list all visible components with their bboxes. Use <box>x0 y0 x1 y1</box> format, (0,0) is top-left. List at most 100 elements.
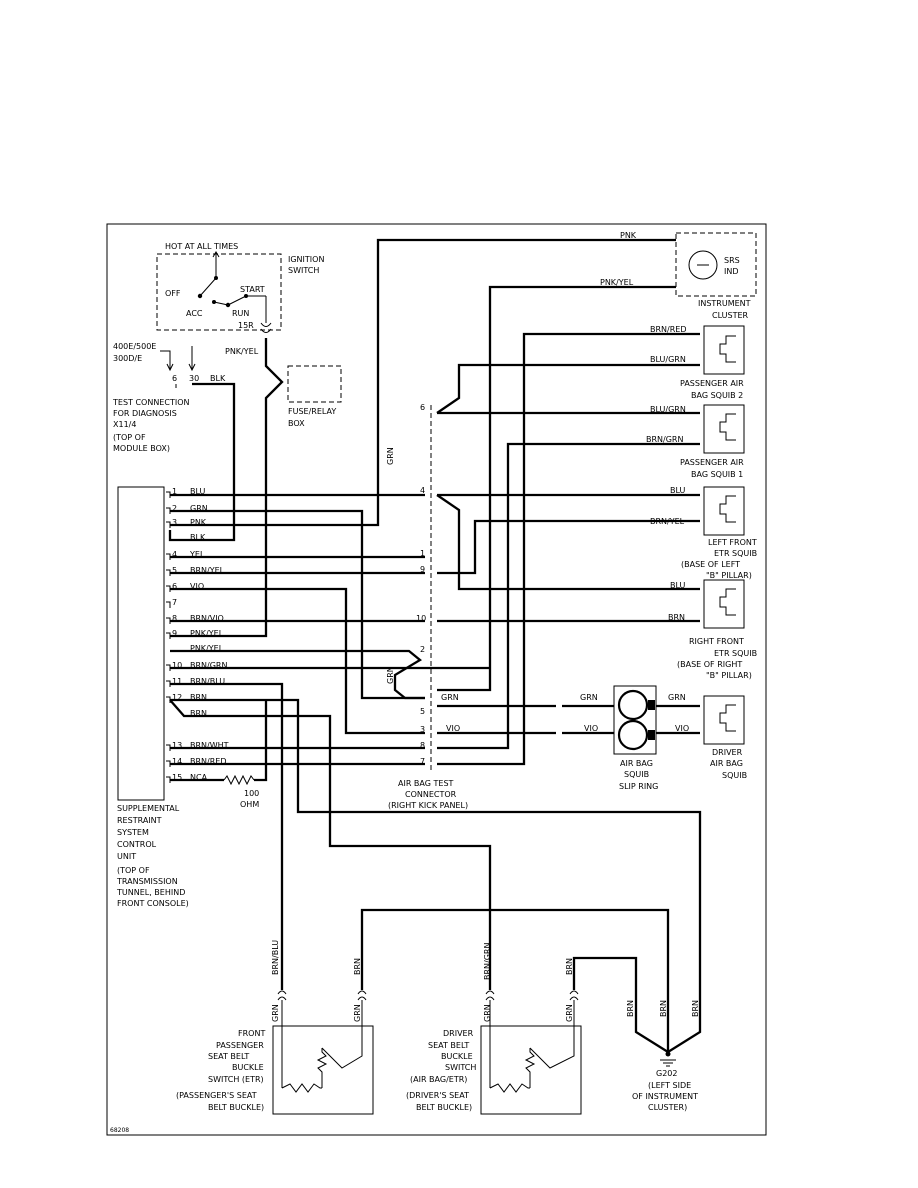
srs-ind-label-1: SRS <box>724 256 740 265</box>
tc-label-2: CONNECTOR <box>405 790 457 799</box>
db-label-5: (AIR BAG/ETR) <box>410 1075 467 1084</box>
test-pin-6: 6 <box>172 374 177 383</box>
rfetr-label-4: "B" PILLAR) <box>706 671 752 680</box>
cluster-label-2: CLUSTER <box>712 311 749 320</box>
tc-wire-vio: VIO <box>446 724 460 733</box>
ignition-terminal-label: 15R <box>238 321 254 330</box>
ground-label: G202 <box>656 1069 677 1078</box>
driver-buckle-switch: BRN/GRN BRN GRN GRN DRIVER SEAT BELT BUC… <box>406 943 582 1115</box>
cu-wire-label: VIO <box>190 582 204 591</box>
cu-label-4: CONTROL <box>117 840 157 849</box>
lfetr-label-1: LEFT FRONT <box>708 538 757 547</box>
air-bag-test-connector: 6 4 1 9 10 2 5 3 8 7 GRN GRN GRN VIO AIR… <box>386 403 468 810</box>
db-wire-4: GRN <box>565 1004 574 1022</box>
cu-label-3: SYSTEM <box>117 828 149 837</box>
ignition-pos-start: START <box>240 285 265 294</box>
tc-pin: 7 <box>420 757 425 766</box>
squib1-wire-a: BLU/GRN <box>650 405 686 414</box>
pb-wire-2: BRN <box>353 958 362 975</box>
driver-squib-label-1: DRIVER <box>712 748 743 757</box>
tc-pin: 8 <box>420 741 425 750</box>
ground-loc-2: OF INSTRUMENT <box>632 1092 698 1101</box>
model-a-label: 400E/500E <box>113 342 156 351</box>
squib2-label-1: PASSENGER AIR <box>680 379 744 388</box>
pb-loc-1: (PASSENGER'S SEAT <box>176 1091 257 1100</box>
squib1-label-1: PASSENGER AIR <box>680 458 744 467</box>
tc-pin: 3 <box>420 725 425 734</box>
test-label-2: FOR DIAGNOSIS <box>113 409 177 418</box>
db-wire-1: BRN/GRN <box>483 943 492 980</box>
pb-wire-1: BRN/BLU <box>271 940 280 975</box>
squib2-wire-a: BRN/RED <box>650 325 687 334</box>
lfetr-wire-b: BRN/YEL <box>650 517 685 526</box>
cluster-wire-pnk: PNK <box>620 231 637 240</box>
rfetr-label-2: ETR SQUIB <box>714 649 757 658</box>
fuse-wire-label: PNK/YEL <box>225 347 259 356</box>
ignition-title-line1: IGNITION <box>288 255 324 264</box>
cu-wire-label: BRN/YEL <box>190 566 225 575</box>
squib1-label-2: BAG SQUIB 1 <box>691 470 743 479</box>
ground-g202: BRN BRN BRN G202 (LEFT SIDE OF INSTRUMEN… <box>626 1000 700 1112</box>
cu-pin: 14 <box>172 757 182 766</box>
cu-wire-label: NCA <box>190 773 208 782</box>
cu-pin: 6 <box>172 582 177 591</box>
tc-vertical-wire: GRN <box>386 447 395 465</box>
cu-pin: 15 <box>172 773 182 782</box>
test-pin-30: 30 <box>189 374 199 383</box>
pb-wire-4: GRN <box>353 1004 362 1022</box>
cu-label-2: RESTRAINT <box>117 816 162 825</box>
tc-label-3: (RIGHT KICK PANEL) <box>388 801 468 810</box>
tc-pin: 1 <box>420 549 425 558</box>
rfetr-wire-b: BRN <box>668 613 685 622</box>
tc-pin: 5 <box>420 707 425 716</box>
cu-loc-2: TRANSMISSION <box>116 877 178 886</box>
db-label-3: BUCKLE <box>441 1052 473 1061</box>
cu-pin: 11 <box>172 677 182 686</box>
test-label-5: MODULE BOX) <box>113 444 170 453</box>
test-wire-blk: BLK <box>210 374 226 383</box>
cu-wire-label: PNK <box>190 518 207 527</box>
cu-wire-label: BRN/VIO <box>190 614 224 623</box>
slip-wire-vio: VIO <box>584 724 598 733</box>
driver-squib-wire-a: GRN <box>668 693 686 702</box>
slip-wire-grn: GRN <box>580 693 598 702</box>
cu-wire-label: GRN <box>190 504 208 513</box>
fuse-relay-box: FUSE/RELAY BOX PNK/YEL <box>225 347 342 428</box>
cu-wire-label: BLK <box>190 533 206 542</box>
cu-pin: 4 <box>172 550 177 559</box>
ignition-pos-off: OFF <box>165 289 181 298</box>
driver-squib-wire-b: VIO <box>675 724 689 733</box>
tc-pin: 2 <box>420 645 425 654</box>
db-label-4: SWITCH <box>445 1063 476 1072</box>
pb-wire-3: GRN <box>271 1004 280 1022</box>
pb-label-4: BUCKLE <box>232 1063 264 1072</box>
test-connection: 400E/500E 300D/E 6 30 BLK TEST CONNECTIO… <box>112 342 226 453</box>
cu-pin: 5 <box>172 566 177 575</box>
wiring <box>168 238 702 1053</box>
fuse-box-label-2: BOX <box>288 419 305 428</box>
cu-wire-label: BRN/GRN <box>190 661 227 670</box>
cluster-label-1: INSTRUMENT <box>698 299 751 308</box>
cu-wire-label: PNK/YEL <box>190 629 224 638</box>
ground-wire-3: BRN <box>691 1000 700 1017</box>
test-label-3: X11/4 <box>113 420 136 429</box>
rfetr-label-1: RIGHT FRONT <box>689 637 744 646</box>
ignition-pos-acc: ACC <box>186 309 203 318</box>
driver-squib-label-3: SQUIB <box>722 771 747 780</box>
instrument-cluster: SRS IND INSTRUMENT CLUSTER PNK PNK/YEL <box>600 231 757 320</box>
lfetr-wire-a: BLU <box>670 486 686 495</box>
test-label-4: (TOP OF <box>113 433 146 442</box>
ground-wire-2: BRN <box>659 1000 668 1017</box>
tc-pin: 6 <box>420 403 425 412</box>
tc-pin: 9 <box>420 565 425 574</box>
db-wire-2: BRN <box>565 958 574 975</box>
cu-loc-1: (TOP OF <box>117 866 150 875</box>
pb-label-5: SWITCH (ETR) <box>208 1075 264 1084</box>
cu-wire-label: BRN <box>190 709 207 718</box>
slip-label-2: SQUIB <box>624 770 649 779</box>
ground-loc-3: CLUSTER) <box>648 1103 687 1112</box>
cu-pin: 2 <box>172 504 177 513</box>
model-b-label: 300D/E <box>113 354 142 363</box>
db-wire-3: GRN <box>483 1004 492 1022</box>
